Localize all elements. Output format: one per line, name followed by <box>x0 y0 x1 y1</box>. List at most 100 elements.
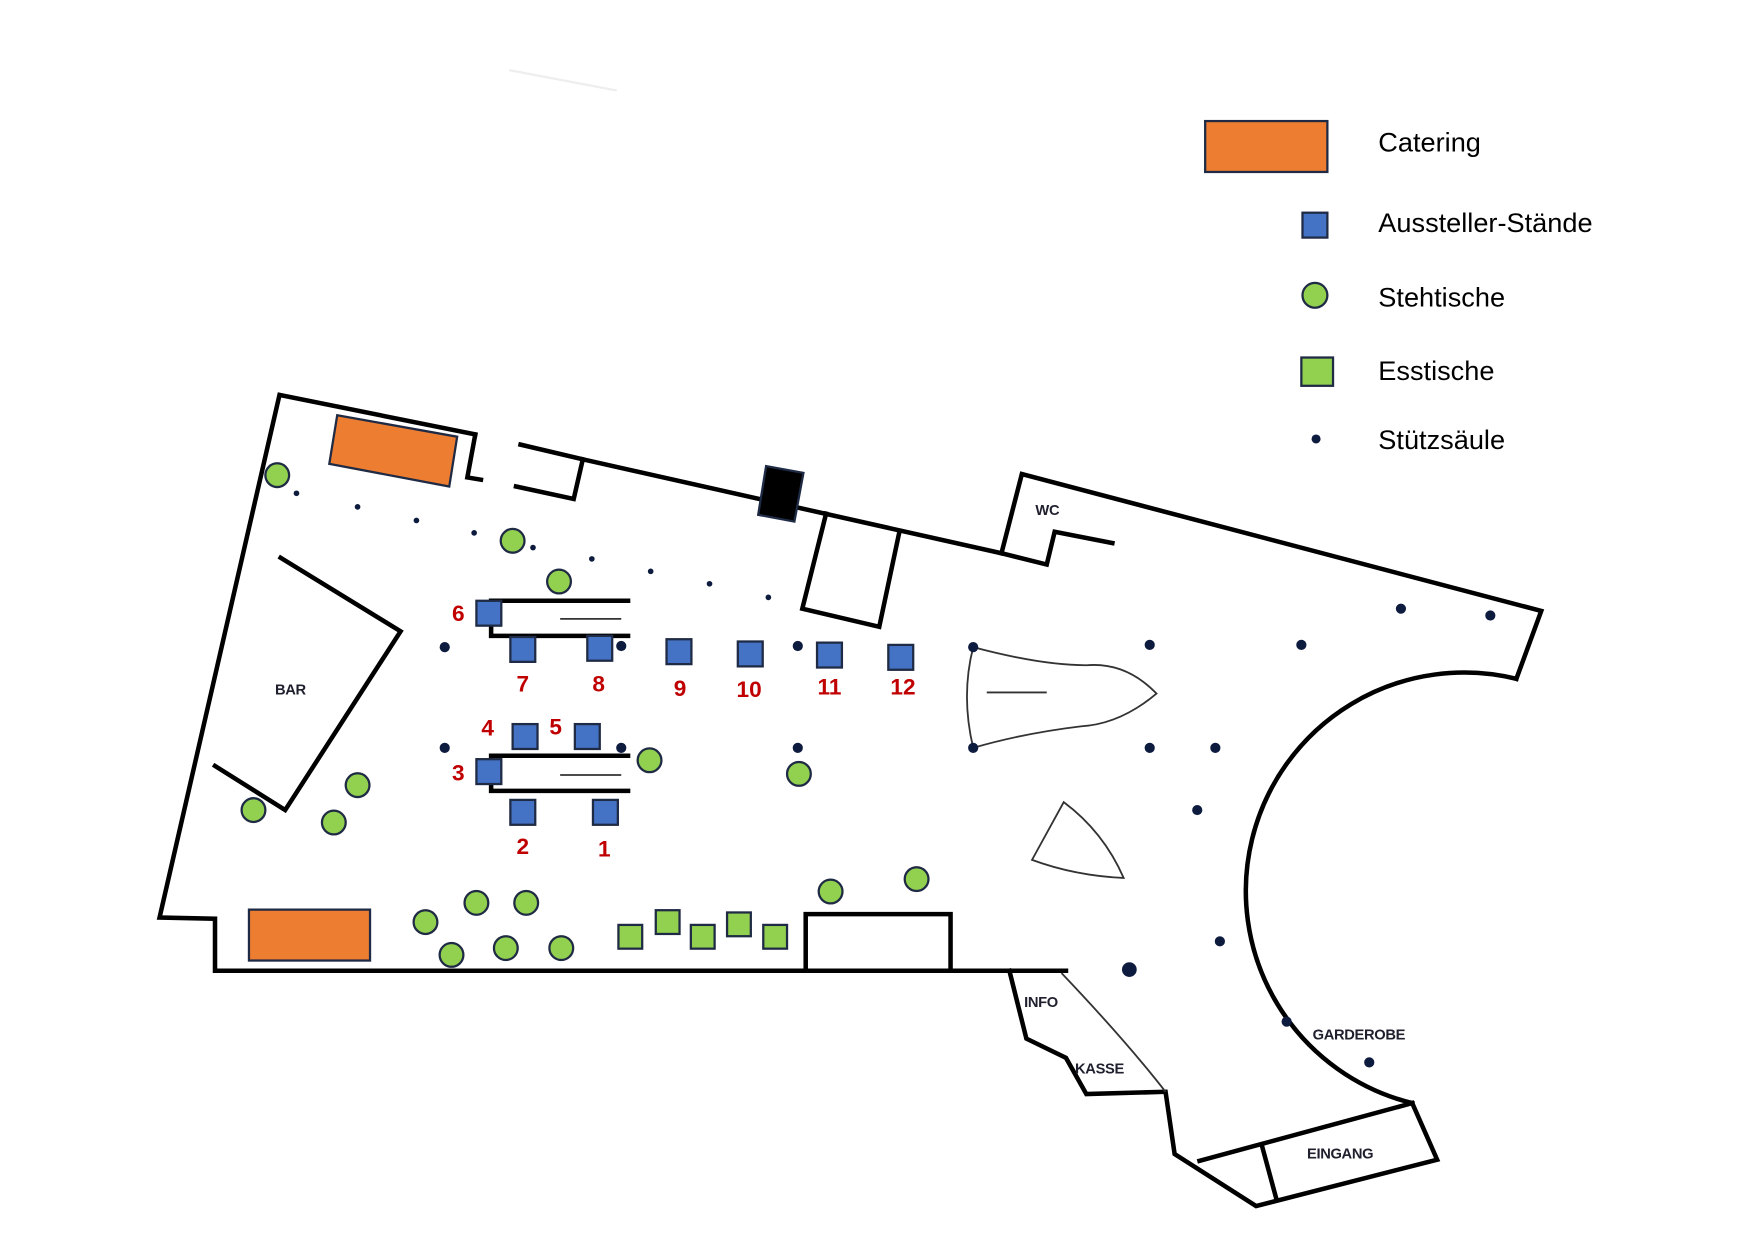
legend-label-stands: Aussteller-Stände <box>1378 207 1592 238</box>
wall-notch <box>464 431 484 483</box>
exhibitor-stand[interactable]: 12 <box>887 643 916 700</box>
pillar-icon <box>1192 804 1203 816</box>
stand-box[interactable] <box>511 722 539 751</box>
pillar-icon <box>530 544 536 551</box>
stand-number: 7 <box>517 671 530 696</box>
pillar-icon <box>706 580 713 587</box>
exhibitor-stand[interactable]: 1 <box>591 798 619 862</box>
entrance-line <box>1196 1100 1416 1164</box>
stand-box[interactable] <box>509 635 537 663</box>
stand-box[interactable] <box>815 641 844 669</box>
legend-label-standing-tables: Stehtische <box>1378 282 1505 313</box>
room-label-garderobe: GARDEROBE <box>1313 1028 1406 1044</box>
dining-table <box>689 923 716 950</box>
exhibitor-stand[interactable]: 5 <box>549 714 601 751</box>
catering-area-south <box>247 908 372 962</box>
standing-table <box>463 889 490 916</box>
legend-label-pillar: Stützsäule <box>1378 424 1505 455</box>
stand-box[interactable] <box>736 640 764 668</box>
pillar-icon <box>439 642 450 653</box>
room-labels: BAR WC INFO KASSE GARDEROBE EINGANG <box>275 503 1406 1163</box>
escalators <box>488 598 631 794</box>
standing-table <box>412 909 439 936</box>
standing-table <box>320 809 347 836</box>
escalator-lower <box>488 753 631 794</box>
exhibitor-stand[interactable]: 8 <box>586 634 614 696</box>
pillar-icon <box>765 594 772 601</box>
storage-wall <box>799 510 903 630</box>
exhibitor-stand[interactable]: 2 <box>509 798 537 859</box>
closet-wall <box>513 441 586 502</box>
stand-number: 8 <box>592 671 605 696</box>
exhibitor-stand[interactable]: 7 <box>509 635 537 696</box>
stand-swatch-icon <box>1301 211 1329 239</box>
stand-box[interactable] <box>665 638 693 666</box>
legend-item-pillar: Stützsäule <box>1311 424 1505 455</box>
standing-table <box>546 568 573 595</box>
pillar-icon <box>1485 610 1496 621</box>
stand-box[interactable] <box>509 798 537 826</box>
exhibitor-stand[interactable]: 6 <box>452 599 503 627</box>
pillar-icon <box>1281 1016 1292 1027</box>
standing-table <box>264 462 291 489</box>
bar-counter <box>211 554 404 814</box>
building-walls <box>156 392 1545 1209</box>
dining-table <box>654 909 681 936</box>
stand-number: 6 <box>452 601 465 626</box>
wc-wall <box>998 471 1545 682</box>
catering-areas <box>247 413 459 962</box>
legend: Catering Aussteller-Stände Stehtische Es… <box>1204 119 1593 455</box>
stage-shapes <box>966 646 1158 879</box>
pillar-icon <box>792 640 803 652</box>
standing-table <box>817 878 844 905</box>
stand-number: 1 <box>598 836 611 861</box>
pillar-icon <box>1144 639 1155 650</box>
outer-wall-west <box>156 392 1069 973</box>
pillar-icon <box>1214 936 1225 947</box>
triangle-podium <box>1030 800 1126 879</box>
stand-box[interactable] <box>475 758 503 786</box>
dining-table <box>725 911 752 938</box>
pillar-icon <box>968 742 979 753</box>
stand-box[interactable] <box>573 722 601 751</box>
info-counter-curve <box>1060 972 1167 1093</box>
legend-item-standing-tables: Stehtische <box>1301 282 1505 313</box>
stand-number: 4 <box>481 715 494 740</box>
wc-inner-wall <box>998 529 1116 568</box>
stand-box[interactable] <box>887 643 915 671</box>
stand-box[interactable] <box>591 798 619 826</box>
stand-number: 9 <box>674 676 687 701</box>
exhibitor-stand[interactable]: 10 <box>736 640 764 702</box>
pillar-icon <box>1210 742 1221 753</box>
dining-table <box>762 923 789 950</box>
dining-table-swatch-icon <box>1300 356 1335 387</box>
pillar-icon <box>589 556 595 562</box>
standing-table <box>499 527 526 554</box>
exhibitor-stand[interactable]: 3 <box>452 758 503 786</box>
pillar-icon <box>1364 1057 1375 1068</box>
stand-number: 5 <box>549 714 562 739</box>
exhibitor-stand[interactable]: 9 <box>665 638 693 701</box>
entrance-divider <box>1258 1142 1280 1203</box>
stand-number: 12 <box>890 675 915 700</box>
pillar-icon <box>792 742 803 753</box>
legend-item-stands: Aussteller-Stände <box>1301 207 1593 239</box>
standing-table <box>513 889 540 916</box>
pillar-icon <box>647 568 654 575</box>
legend-label-dining-tables: Esstische <box>1378 355 1494 386</box>
dining-tables <box>617 909 789 950</box>
stand-box[interactable] <box>586 634 614 662</box>
room-label-bar: BAR <box>275 683 307 699</box>
stand-number: 3 <box>452 761 465 786</box>
exhibitor-stand[interactable]: 11 <box>815 641 844 700</box>
exhibitor-stand[interactable]: 4 <box>481 715 539 751</box>
black-pillar <box>756 464 805 523</box>
stage-shape <box>966 646 1158 749</box>
pillar-icon <box>1121 962 1137 977</box>
pillar-icon <box>968 642 979 653</box>
pillar-icon <box>616 742 627 753</box>
stand-number: 10 <box>737 677 762 702</box>
stand-box[interactable] <box>475 599 503 627</box>
